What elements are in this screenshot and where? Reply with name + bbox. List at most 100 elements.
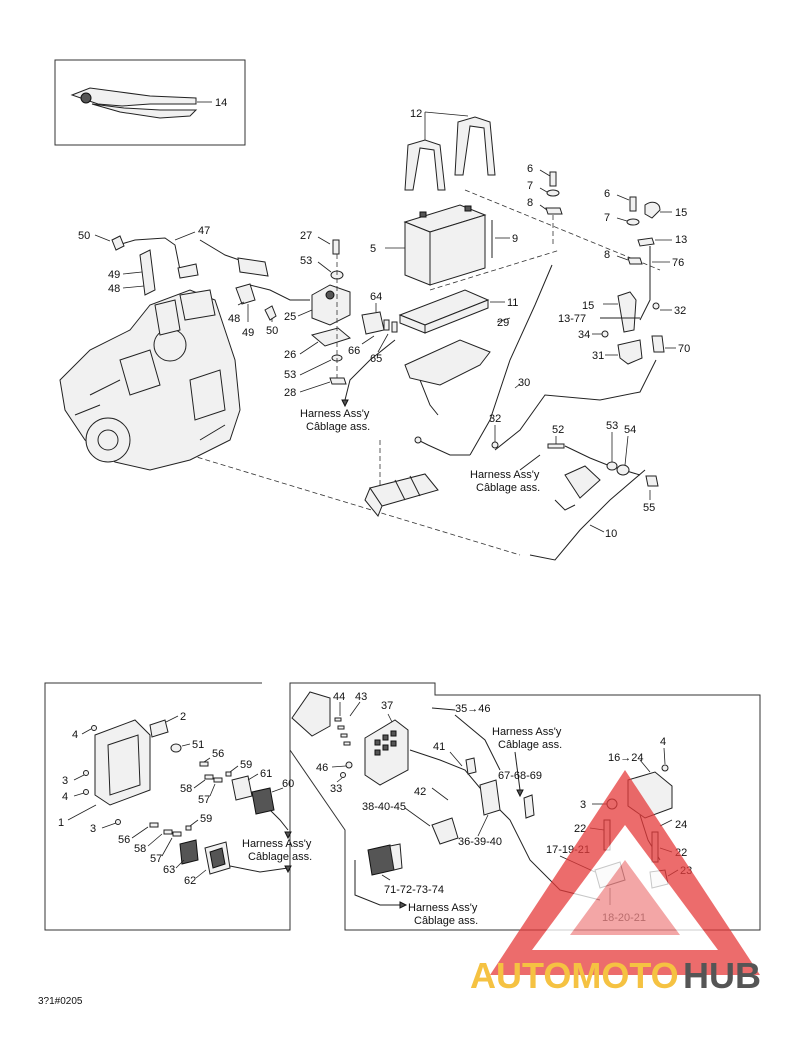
callout-34: 34 — [578, 329, 590, 341]
ground-strap-group: 52 53 54 55 Harness Ass'y Câblage ass. — [470, 420, 659, 514]
callout-41: 41 — [433, 741, 445, 753]
callout-67-69: 67-68-69 — [498, 770, 542, 782]
callout-3a: 3 — [62, 775, 68, 787]
callout-27: 27 — [300, 230, 312, 242]
callout-51: 51 — [192, 739, 204, 751]
note-harness-3-en: Harness Ass'y — [242, 838, 312, 850]
callout-59b: 59 — [200, 813, 212, 825]
callout-76: 76 — [672, 257, 684, 269]
note-harness-5-fr: Câblage ass. — [498, 739, 562, 751]
note-harness-4-fr: Câblage ass. — [414, 915, 478, 927]
callout-52: 52 — [552, 424, 564, 436]
callout-29: 29 — [497, 317, 509, 329]
callout-5: 5 — [370, 243, 376, 255]
callout-15b: 15 — [582, 300, 594, 312]
callout-58a: 58 — [180, 783, 192, 795]
callout-14: 14 — [215, 97, 227, 109]
cable-routing: 29 30 32 10 — [189, 264, 657, 561]
callout-42: 42 — [414, 786, 426, 798]
callout-15a: 15 — [675, 207, 687, 219]
callout-22a: 22 — [574, 823, 586, 835]
callout-35-46: 35→46 — [455, 703, 490, 715]
ecu-module-inset: 2 4 51 3 4 1 3 56 58 57 59 61 6 — [44, 682, 312, 931]
callout-57a: 57 — [198, 794, 210, 806]
automotohub-watermark — [490, 770, 760, 975]
callout-2: 2 — [180, 711, 186, 723]
note-harness-2-en: Harness Ass'y — [470, 469, 540, 481]
starter-motor — [364, 436, 470, 517]
callout-64: 64 — [370, 291, 382, 303]
callout-4b: 4 — [62, 791, 68, 803]
callout-63: 63 — [163, 864, 175, 876]
callout-54: 54 — [624, 424, 636, 436]
callout-58b: 58 — [134, 843, 146, 855]
figure-code: 3?1#0205 — [38, 996, 83, 1007]
battery-hardware-right: 6 7 15 13 8 76 — [604, 188, 687, 321]
note-harness-3-fr: Câblage ass. — [248, 851, 312, 863]
callout-9: 9 — [512, 233, 518, 245]
callout-33: 33 — [330, 783, 342, 795]
callout-30: 30 — [518, 377, 530, 389]
callout-4a: 4 — [72, 729, 78, 741]
callout-7b: 7 — [604, 212, 610, 224]
callout-44: 44 — [333, 691, 345, 703]
callout-50a: 50 — [78, 230, 90, 242]
callout-59a: 59 — [240, 759, 252, 771]
callout-3b: 3 — [90, 823, 96, 835]
watermark-text-hub: HUB — [683, 955, 761, 996]
callout-13-77: 13-77 — [558, 313, 586, 325]
callout-11: 11 — [507, 297, 518, 309]
battery-group: 12 5 9 11 — [370, 108, 661, 416]
crimp-tool-inset: 14 — [54, 59, 246, 146]
watermark-triangle-inner — [570, 860, 680, 935]
callout-3c: 3 — [580, 799, 586, 811]
callout-53a: 53 — [300, 255, 312, 267]
battery-hardware-left: 6 7 8 — [527, 163, 563, 245]
callout-13a: 13 — [675, 234, 687, 246]
solenoid-group: 27 53 25 26 53 28 64 66 65 Harness Ass'y… — [284, 230, 398, 433]
callout-32b: 32 — [489, 413, 501, 425]
callout-7a: 7 — [527, 180, 533, 192]
note-harness-1-en: Harness Ass'y — [300, 408, 370, 420]
callout-55: 55 — [643, 502, 655, 514]
callout-50b: 50 — [266, 325, 278, 337]
callout-71-74: 71-72-73-74 — [384, 884, 444, 896]
callout-6a: 6 — [527, 163, 533, 175]
note-harness-5-en: Harness Ass'y — [492, 726, 562, 738]
callout-37: 37 — [381, 700, 393, 712]
callout-60: 60 — [282, 778, 294, 790]
callout-43: 43 — [355, 691, 367, 703]
callout-56b: 56 — [118, 834, 130, 846]
callout-62: 62 — [184, 875, 196, 887]
note-harness-4-en: Harness Ass'y — [408, 902, 478, 914]
callout-48b: 48 — [228, 313, 240, 325]
callout-61: 61 — [260, 768, 272, 780]
callout-28: 28 — [284, 387, 296, 399]
callout-53c: 53 — [606, 420, 618, 432]
callout-12: 12 — [410, 108, 422, 120]
callout-16-24: 16→24 — [608, 752, 643, 764]
callout-57b: 57 — [150, 853, 162, 865]
callout-48a: 48 — [108, 283, 120, 295]
callout-8b: 8 — [604, 249, 610, 261]
callout-46: 46 — [316, 762, 328, 774]
callout-49a: 49 — [108, 269, 120, 281]
callout-65: 65 — [370, 353, 382, 365]
battery-terminal-group: 15 13-77 32 34 31 70 — [558, 291, 690, 365]
callout-66: 66 — [348, 345, 360, 357]
callout-1: 1 — [58, 817, 64, 829]
callout-36-39-40: 36-39-40 — [458, 836, 502, 848]
callout-6b: 6 — [604, 188, 610, 200]
callout-10: 10 — [605, 528, 617, 540]
callout-25: 25 — [284, 311, 296, 323]
engine-assembly: 50 47 49 48 48 49 50 — [59, 225, 310, 471]
callout-49b: 49 — [242, 327, 254, 339]
callout-26: 26 — [284, 349, 296, 361]
note-harness-2-fr: Câblage ass. — [476, 482, 540, 494]
callout-4c: 4 — [660, 736, 666, 748]
note-harness-1-fr: Câblage ass. — [306, 421, 370, 433]
callout-70: 70 — [678, 343, 690, 355]
watermark-text-automoto: AUTOMOTO — [470, 955, 679, 996]
callout-53b: 53 — [284, 369, 296, 381]
